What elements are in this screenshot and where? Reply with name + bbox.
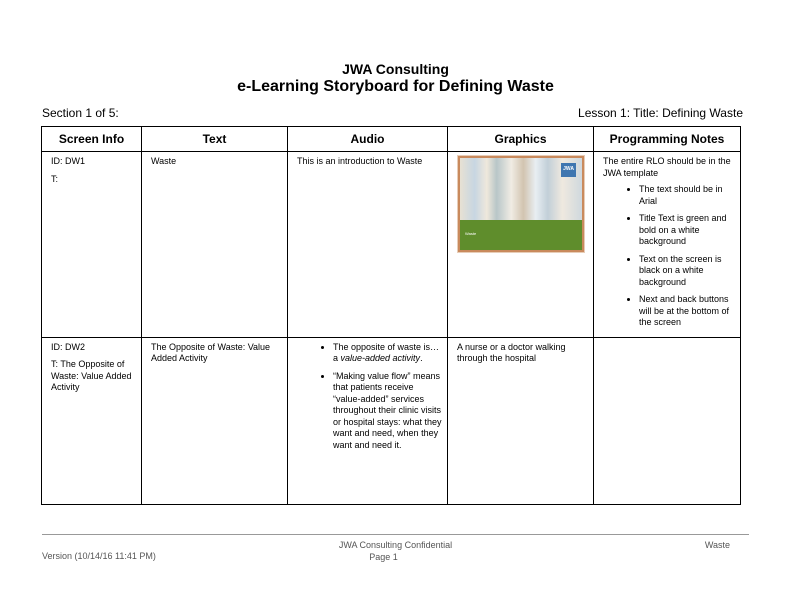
storyboard-table: Screen Info Text Audio Graphics Programm…	[41, 126, 741, 505]
screen-id: ID: DW1	[51, 156, 86, 166]
audio-cell: The opposite of waste is…a value-added a…	[287, 336, 448, 505]
audio-text: .	[420, 353, 423, 363]
graphics-cell: A nurse or a doctor walking through the …	[447, 336, 594, 505]
graphics-description: A nurse or a doctor walking through the …	[457, 341, 566, 364]
screen-title: T:	[51, 173, 59, 184]
audio-emphasis: value-added activity	[340, 353, 421, 363]
screen-title: T: The Opposite of Waste: Value Added Ac…	[51, 359, 132, 392]
table-row: ID: DW1 T: Waste This is an introduction…	[41, 151, 741, 338]
col-header-screen-info: Screen Info	[41, 126, 142, 152]
col-header-programming-notes: Programming Notes	[593, 126, 741, 152]
screen-text: The Opposite of Waste: Value Added Activ…	[151, 341, 271, 364]
audio-script: This is an introduction to Waste	[297, 156, 423, 166]
notes-list: The text should be in Arial Title Text i…	[603, 184, 735, 329]
screen-info-cell: ID: DW2 T: The Opposite of Waste: Value …	[41, 336, 142, 505]
list-item: Next and back buttons will be at the bot…	[639, 294, 735, 329]
text-cell: The Opposite of Waste: Value Added Activ…	[141, 336, 288, 505]
screen-info-cell: ID: DW1 T:	[41, 151, 142, 338]
thumbnail-title: Waste	[465, 231, 477, 236]
list-item: “Making value flow” means that patients …	[333, 371, 442, 452]
footer-divider	[42, 534, 749, 535]
screen-text: Waste	[151, 156, 177, 166]
lesson-label: Lesson 1: Title: Defining Waste	[578, 106, 743, 120]
col-header-graphics: Graphics	[447, 126, 594, 152]
footer-page-number: Page 1	[369, 552, 398, 562]
list-item: The opposite of waste is…a value-added a…	[333, 342, 442, 365]
document-title: e-Learning Storyboard for Defining Waste	[237, 78, 554, 95]
footer-topic: Waste	[704, 540, 730, 550]
notes-intro: The entire RLO should be in the JWA temp…	[603, 156, 731, 178]
slide-thumbnail: JWA Waste	[458, 156, 584, 252]
footer-version: Version (10/14/16 11:41 PM)	[42, 551, 156, 561]
list-item: Title Text is green and bold on a white …	[639, 213, 735, 248]
text-cell: Waste	[141, 151, 288, 338]
table-header-row: Screen Info Text Audio Graphics Programm…	[41, 126, 741, 152]
audio-list: The opposite of waste is…a value-added a…	[297, 342, 442, 452]
company-name: JWA Consulting	[342, 61, 449, 77]
col-header-text: Text	[141, 126, 288, 152]
jwa-logo: JWA	[561, 163, 576, 177]
thumbnail-green-band	[460, 220, 582, 250]
audio-cell: This is an introduction to Waste	[287, 151, 448, 338]
graphics-cell: JWA Waste	[447, 151, 594, 338]
programming-notes-cell	[593, 336, 741, 505]
programming-notes-cell: The entire RLO should be in the JWA temp…	[593, 151, 741, 338]
list-item: Text on the screen is black on a white b…	[639, 254, 735, 289]
table-row: ID: DW2 T: The Opposite of Waste: Value …	[41, 336, 741, 505]
list-item: The text should be in Arial	[639, 184, 735, 207]
footer-confidential: JWA Consulting Confidential	[338, 540, 453, 550]
screen-id: ID: DW2	[51, 341, 86, 352]
section-label: Section 1 of 5:	[42, 106, 119, 120]
col-header-audio: Audio	[287, 126, 448, 152]
audio-text: The opposite of waste is…a	[333, 341, 440, 364]
